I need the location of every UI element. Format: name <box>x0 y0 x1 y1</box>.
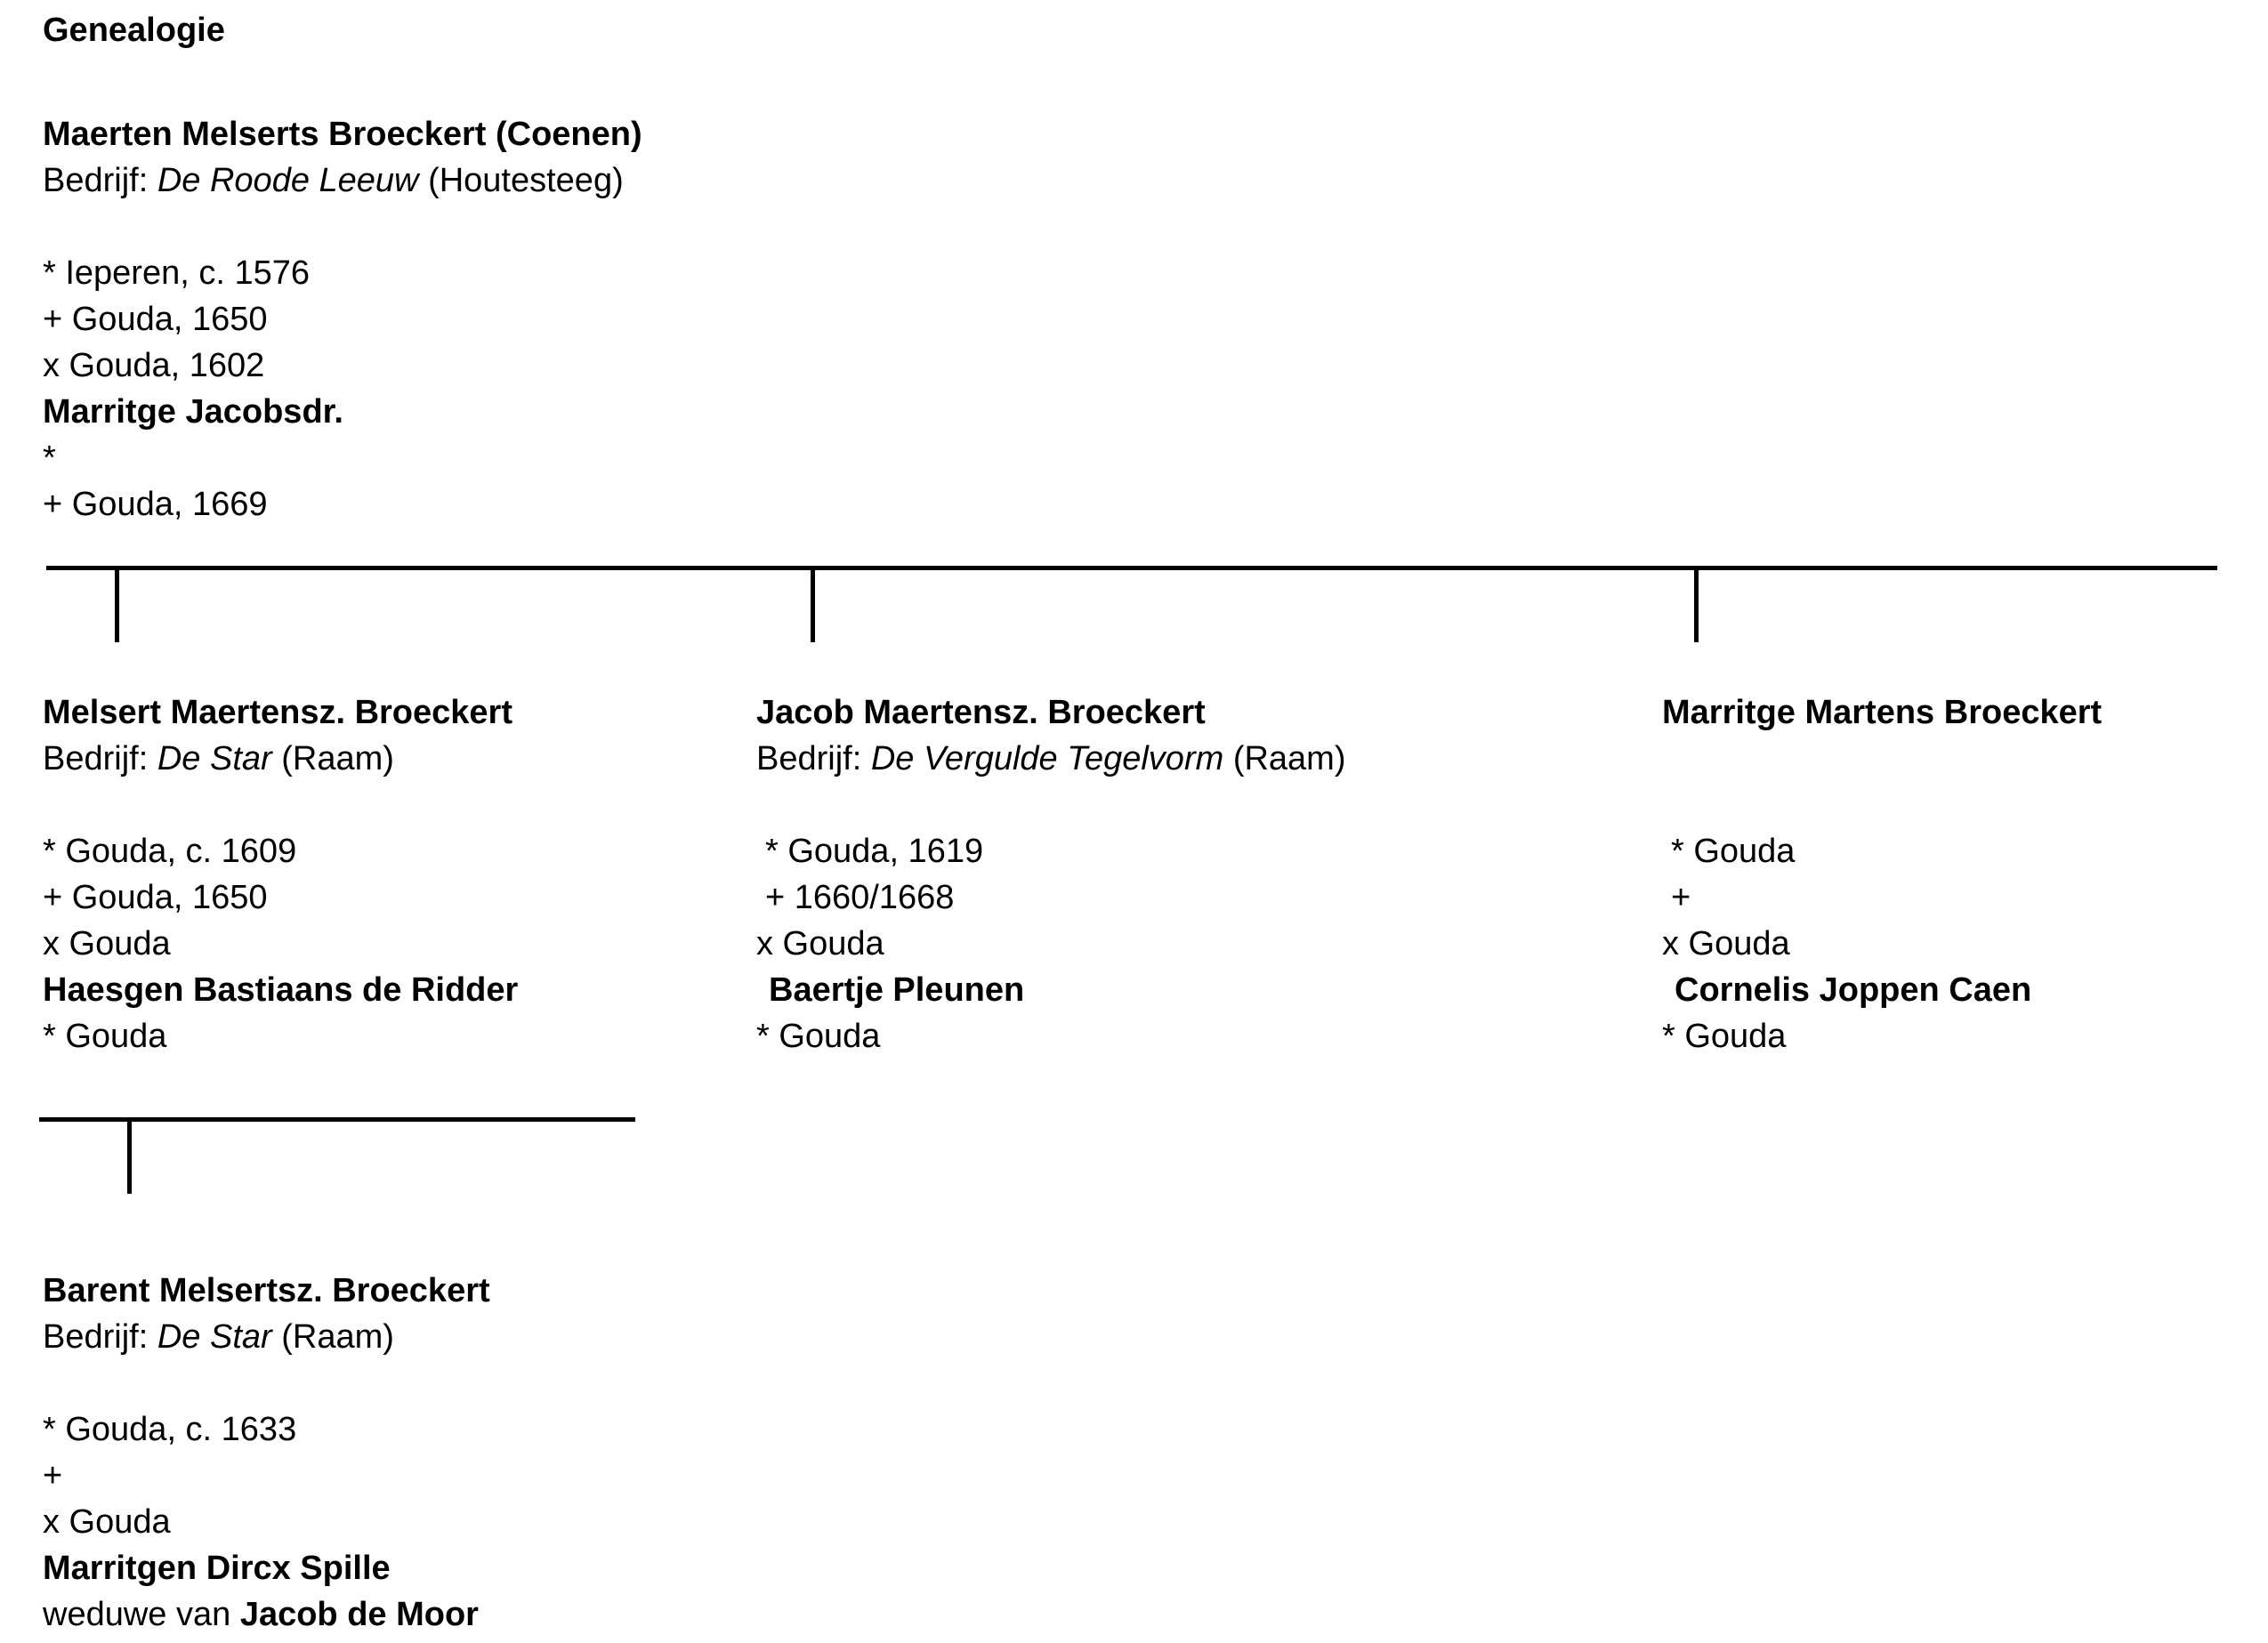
grandchild-1-birth: * Gouda, c. 1633 <box>43 1411 297 1448</box>
person-card-child-3: Marritge Martens Broeckert * Gouda + x G… <box>1662 689 2102 1059</box>
child-1-business: Bedrijf: De Star (Raam) <box>43 736 518 782</box>
grandchild-1-spouse-note-name: Jacob de Moor <box>239 1596 479 1633</box>
grandchild-1-marriage: x Gouda <box>43 1503 171 1541</box>
grandchild-1-business-location: (Raam) <box>281 1318 394 1356</box>
spacer <box>1662 782 2102 828</box>
child-2-death: + 1660/1668 <box>765 879 955 916</box>
root-death: + Gouda, 1650 <box>43 301 268 338</box>
root-business-label: Bedrijf: <box>43 162 149 199</box>
person-card-child-1: Melsert Maertensz. Broeckert Bedrijf: De… <box>43 689 518 1059</box>
child-2-business-label: Bedrijf: <box>756 740 862 777</box>
spacer <box>43 204 642 250</box>
grandchild-1-business-name: De Star <box>157 1318 272 1356</box>
child-2-spouse-birth: * Gouda <box>756 1018 881 1055</box>
child-1-business-location: (Raam) <box>281 740 394 777</box>
child-2-marriage: x Gouda <box>756 925 884 962</box>
child-3-spouse-name: Cornelis Joppen Caen <box>1675 971 2032 1009</box>
spacer <box>43 782 518 828</box>
child-1-name: Melsert Maertensz. Broeckert <box>43 694 513 731</box>
child-2-name: Jacob Maertensz. Broeckert <box>756 694 1206 731</box>
root-business-name: De Roode Leeuw <box>157 162 419 199</box>
person-card-child-2: Jacob Maertensz. Broeckert Bedrijf: De V… <box>756 689 1346 1059</box>
grandchild-1-name: Barent Melsertsz. Broeckert <box>43 1272 490 1309</box>
child-1-business-name: De Star <box>157 740 272 777</box>
child-3-death: + <box>1671 879 1691 916</box>
root-business-location: (Houtesteeg) <box>428 162 624 199</box>
child-1-marriage: x Gouda <box>43 925 171 962</box>
spacer <box>43 1360 490 1406</box>
child-3-marriage: x Gouda <box>1662 925 1790 962</box>
child-1-birth: * Gouda, c. 1609 <box>43 833 297 870</box>
connector-vertical-child-3 <box>1694 569 1699 642</box>
child-1-spouse-name: Haesgen Bastiaans de Ridder <box>43 971 519 1009</box>
child-2-spouse-name: Baertje Pleunen <box>769 971 1025 1009</box>
page-title: Genealogie <box>43 12 225 49</box>
connector-horizontal-generation-2 <box>39 1117 635 1122</box>
grandchild-1-death: + <box>43 1457 63 1494</box>
grandchild-1-spouse-note-prefix: weduwe van <box>43 1596 231 1633</box>
child-2-business: Bedrijf: De Vergulde Tegelvorm (Raam) <box>756 736 1346 782</box>
spacer <box>756 782 1346 828</box>
root-birth: * Ieperen, c. 1576 <box>43 254 310 292</box>
child-2-business-name: De Vergulde Tegelvorm <box>870 740 1224 777</box>
connector-vertical-child-2 <box>811 569 815 642</box>
connector-horizontal-generation-1 <box>46 566 2217 570</box>
child-2-business-location: (Raam) <box>1232 740 1346 777</box>
child-3-spouse-birth: * Gouda <box>1662 1018 1787 1055</box>
child-3-name: Marritge Martens Broeckert <box>1662 694 2103 731</box>
person-card-root: Maerten Melserts Broeckert (Coenen) Bedr… <box>43 111 642 528</box>
child-1-death: + Gouda, 1650 <box>43 879 268 916</box>
child-3-birth: * Gouda <box>1671 833 1796 870</box>
child-1-spouse-birth: * Gouda <box>43 1018 167 1055</box>
root-spouse-name: Marritge Jacobsdr. <box>43 393 343 431</box>
connector-vertical-child-1 <box>115 569 119 642</box>
child-3-business <box>1662 736 2102 782</box>
root-spouse-birth: * <box>43 439 56 477</box>
person-card-grandchild-1: Barent Melsertsz. Broeckert Bedrijf: De … <box>43 1268 490 1638</box>
grandchild-1-business-label: Bedrijf: <box>43 1318 149 1356</box>
root-person-name: Maerten Melserts Broeckert (Coenen) <box>43 116 642 153</box>
connector-vertical-grandchild-1 <box>127 1121 132 1194</box>
child-1-business-label: Bedrijf: <box>43 740 149 777</box>
grandchild-1-business: Bedrijf: De Star (Raam) <box>43 1314 490 1360</box>
root-person-business: Bedrijf: De Roode Leeuw (Houtesteeg) <box>43 157 642 204</box>
child-2-birth: * Gouda, 1619 <box>765 833 984 870</box>
root-spouse-death: + Gouda, 1669 <box>43 486 268 523</box>
grandchild-1-spouse-note: weduwe van Jacob de Moor <box>43 1591 490 1638</box>
grandchild-1-spouse-name: Marritgen Dircx Spille <box>43 1550 391 1587</box>
root-marriage: x Gouda, 1602 <box>43 347 265 384</box>
